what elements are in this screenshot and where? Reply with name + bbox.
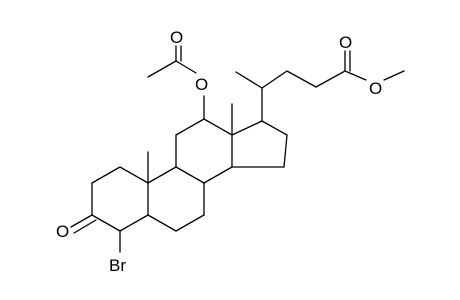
ring-d <box>231 120 288 168</box>
ring-b <box>147 166 205 232</box>
ester-oxygen-label: O <box>195 75 208 94</box>
side-chain: O O <box>235 33 405 122</box>
methoxy-oxygen-label: O <box>369 79 382 98</box>
ketone-group: O <box>56 214 97 241</box>
bromine-label: Br <box>109 256 126 275</box>
ketone-oxygen-label: O <box>56 222 69 241</box>
bromine-substituent: Br <box>109 230 126 275</box>
ring-a <box>91 166 149 232</box>
carbonyl-oxygen-label: O <box>170 28 183 47</box>
ring-c <box>175 118 233 184</box>
ester-carbonyl-oxygen-label: O <box>339 33 352 52</box>
acetoxy-group: O O <box>147 28 208 120</box>
